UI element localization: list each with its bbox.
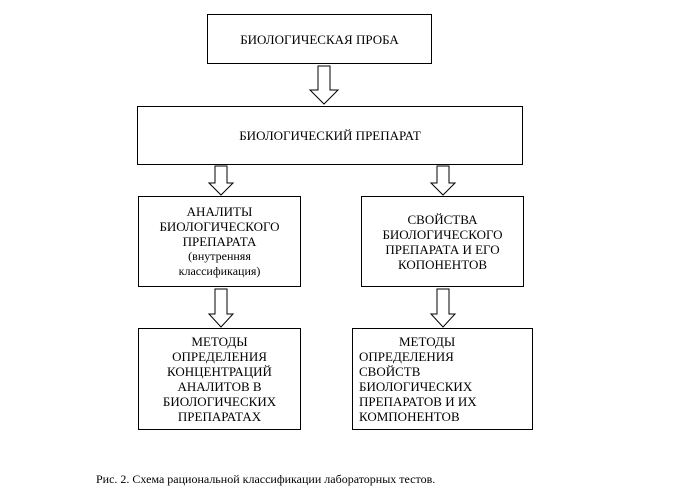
box-methods-left-line: ПРЕПАРАТАХ [177,409,262,424]
box-analytes-line: БИОЛОГИЧЕСКОГО [159,219,280,234]
arrow-analytes-to-methods [207,288,235,328]
box-analytes: АНАЛИТЫ БИОЛОГИЧЕСКОГО ПРЕПАРАТА (внутре… [138,196,301,287]
box-methods-right-line: СВОЙСТВ [359,364,421,379]
box-methods-concentrations: МЕТОДЫ ОПРЕДЕЛЕНИЯ КОНЦЕНТРАЦИЙ АНАЛИТОВ… [138,328,301,430]
box-biological-preparation-label: БИОЛОГИЧЕСКИЙ ПРЕПАРАТ [239,128,421,143]
box-biological-sample: БИОЛОГИЧЕСКАЯ ПРОБА [207,14,432,64]
box-methods-left-line: МЕТОДЫ [191,334,248,349]
arrow-preparation-to-analytes [207,165,235,196]
box-biological-sample-label: БИОЛОГИЧЕСКАЯ ПРОБА [240,31,399,47]
box-methods-left-line: ОПРЕДЕЛЕНИЯ [172,349,267,364]
box-methods-left-line: АНАЛИТОВ В [177,379,262,394]
box-methods-left-line: БИОЛОГИЧЕСКИХ [162,394,277,409]
box-properties-line: КОПОНЕНТОВ [397,256,488,272]
box-analytes-line: АНАЛИТЫ [186,204,253,219]
arrow-sample-to-preparation [308,65,340,105]
box-methods-properties: МЕТОДЫ ОПРЕДЕЛЕНИЯ СВОЙСТВ БИОЛОГИЧЕСКИХ… [352,328,533,430]
box-biological-preparation: БИОЛОГИЧЕСКИЙ ПРЕПАРАТ [137,106,523,165]
box-analytes-line: классификация) [178,264,261,278]
box-properties-line: СВОЙСТВА [407,211,478,227]
box-methods-right-line: БИОЛОГИЧЕСКИХ [359,379,473,394]
box-analytes-line: ПРЕПАРАТА [182,234,257,249]
box-analytes-line: (внутренняя [188,249,251,263]
box-properties-line: ПРЕПАРАТА И ЕГО [385,241,500,257]
figure-caption: Рис. 2. Схема рациональной классификации… [96,472,436,486]
box-methods-left-line: КОНЦЕНТРАЦИЙ [167,364,272,379]
box-methods-right-line: КОМПОНЕНТОВ [359,409,460,424]
box-methods-right-line: МЕТОДЫ [399,334,456,349]
arrow-properties-to-methods [429,288,457,328]
arrow-preparation-to-properties [429,165,457,196]
box-methods-right-line: ОПРЕДЕЛЕНИЯ [359,349,454,364]
box-properties: СВОЙСТВА БИОЛОГИЧЕСКОГО ПРЕПАРАТА И ЕГО … [361,196,524,287]
box-properties-line: БИОЛОГИЧЕСКОГО [382,226,503,242]
box-methods-right-line: ПРЕПАРАТОВ И ИХ [359,394,477,409]
